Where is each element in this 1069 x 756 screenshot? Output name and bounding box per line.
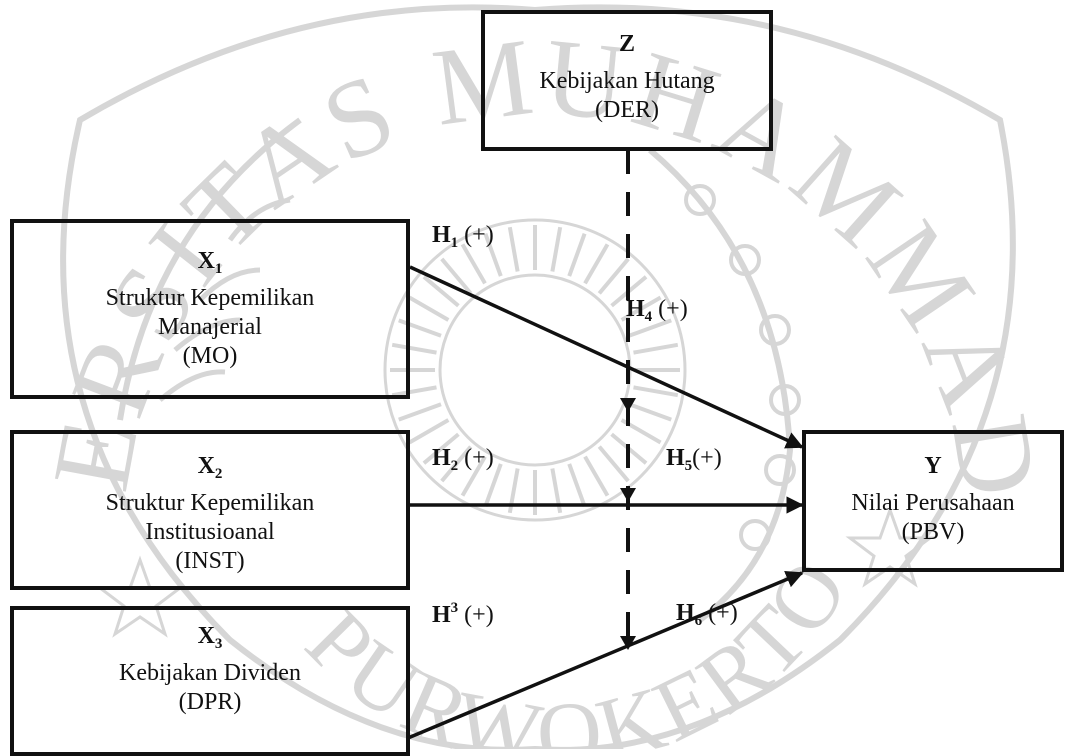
node-z-code: Z (618, 31, 635, 57)
sun-ray (597, 445, 630, 483)
hypothesis-h6-label: H6 (+) (676, 600, 738, 629)
node-x3-label: Kebijakan Dividen (119, 660, 301, 686)
moderation-arrow-h5 (620, 488, 636, 502)
sun-ray (391, 385, 437, 398)
node-x1-code: X1 (197, 248, 223, 277)
node-y-abbr: (PBV) (901, 519, 965, 545)
sun-ray (408, 295, 450, 322)
sun-ray (583, 455, 610, 497)
node-x2-abbr: (INST) (175, 548, 245, 574)
node-x3-abbr: (DPR) (178, 689, 242, 715)
node-x1-abbr: (MO) (182, 343, 238, 369)
node-y: Y Nilai Perusahaan (PBV) (802, 430, 1064, 572)
sun-ray (483, 463, 503, 507)
sun-ray (391, 342, 437, 355)
node-x2-code: X2 (197, 453, 223, 482)
sun-ray (440, 445, 473, 483)
node-x2: X2 Struktur Kepemilikan Institusioanal (… (10, 430, 410, 590)
sun-ray (460, 455, 487, 497)
sun-ray (633, 385, 679, 398)
node-z-abbr: (DER) (595, 97, 659, 123)
sun-ray (628, 318, 672, 338)
sun-ray (440, 257, 473, 295)
sun-ray (620, 295, 662, 322)
hypothesis-h3-label: H3 (+) (432, 600, 494, 628)
sun-ray (460, 243, 487, 285)
sun-ray (583, 243, 610, 285)
moderation-arrow-h4 (620, 398, 636, 412)
hypothesis-h5-label: H5(+) (666, 445, 722, 474)
sun-ray (408, 418, 450, 445)
node-x2-label-1: Struktur Kepemilikan (105, 490, 315, 516)
node-x2-label-2: Institusioanal (145, 519, 275, 545)
hypothesis-h4-label: H4 (+) (626, 296, 688, 325)
sun-ray (567, 233, 587, 277)
hypothesis-h1-label: H1 (+) (432, 222, 494, 251)
sun-ray (507, 226, 520, 272)
sun-ray (628, 402, 672, 422)
sun-ray (422, 432, 460, 465)
sun-ray (633, 342, 679, 355)
sun-ray (398, 318, 442, 338)
node-x1-label-2: Manajerial (158, 314, 262, 340)
sun-ray (567, 463, 587, 507)
sun-ray (550, 226, 563, 272)
moderation-arrow-h6 (620, 636, 636, 650)
node-z-label: Kebijakan Hutang (539, 68, 715, 94)
sun-ray (597, 257, 630, 295)
arrow-x3-to-y (407, 571, 804, 740)
sun-ray (422, 275, 460, 308)
sun-ray (398, 402, 442, 422)
node-x3: X3 Kebijakan Dividen (DPR) (10, 606, 410, 756)
node-z: Z Kebijakan Hutang (DER) (481, 10, 773, 151)
arrow-x1-to-y (409, 265, 804, 449)
node-x1-label-1: Struktur Kepemilikan (105, 285, 315, 311)
node-x3-code: X3 (197, 623, 223, 652)
node-x1: X1 Struktur Kepemilikan Manajerial (MO) (10, 219, 410, 399)
node-y-code: Y (924, 453, 942, 479)
node-y-label: Nilai Perusahaan (851, 490, 1015, 516)
sun-ray (483, 233, 503, 277)
hypothesis-h2-label: H2 (+) (432, 445, 494, 474)
